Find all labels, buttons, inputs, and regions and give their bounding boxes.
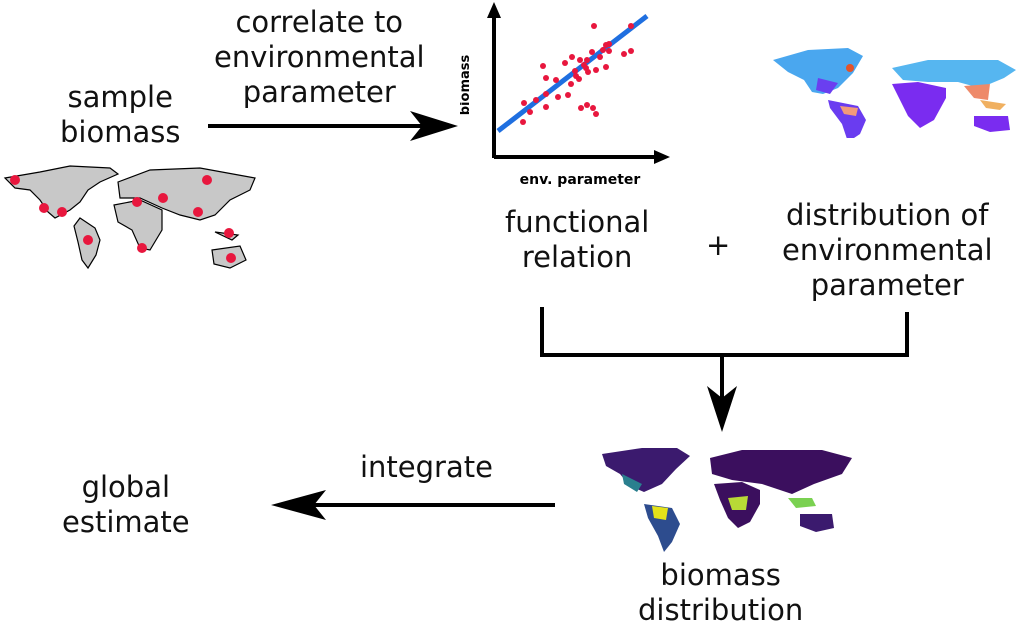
label-line: distribution — [638, 592, 804, 627]
integrate-label: integrate — [360, 450, 493, 484]
label-line: distribution of — [786, 198, 989, 232]
label-line: biomass — [60, 114, 181, 149]
label-line: functional — [505, 205, 650, 239]
y-axis-label: biomass — [460, 55, 473, 116]
x-axis-label: env. parameter — [520, 172, 641, 188]
data-points — [520, 23, 634, 125]
env-parameter-map — [773, 48, 1016, 138]
plus-sign: + — [706, 228, 731, 262]
arrow-left-icon — [271, 490, 555, 520]
label-line: biomass — [660, 558, 781, 592]
label-line: environmental — [782, 232, 993, 267]
label-line: global — [81, 470, 171, 504]
correlate-label: correlate to environmental parameter — [214, 5, 425, 109]
arrow-right-icon — [208, 111, 458, 141]
label-line: parameter — [242, 74, 396, 109]
label-line: relation — [521, 239, 633, 274]
label-line: estimate — [62, 504, 190, 539]
merge-bracket — [540, 307, 909, 432]
distribution-env-label: distribution of environmental parameter — [782, 198, 993, 302]
label-line: environmental — [214, 39, 425, 74]
sample-biomass-label: sample biomass — [60, 80, 180, 150]
biomass-distribution-map — [602, 448, 852, 552]
functional-relation-label: functional relation — [505, 205, 649, 275]
sample-sites-map — [3, 165, 256, 270]
scatter-plot: biomass env. parameter — [460, 2, 670, 188]
biomass-distribution-label: biomass distribution — [638, 558, 803, 628]
label-line: parameter — [810, 267, 964, 302]
label-line: sample — [67, 80, 173, 114]
label-line: correlate to — [235, 5, 404, 39]
global-estimate-label: global estimate — [62, 470, 190, 540]
sample-dots — [10, 175, 236, 263]
